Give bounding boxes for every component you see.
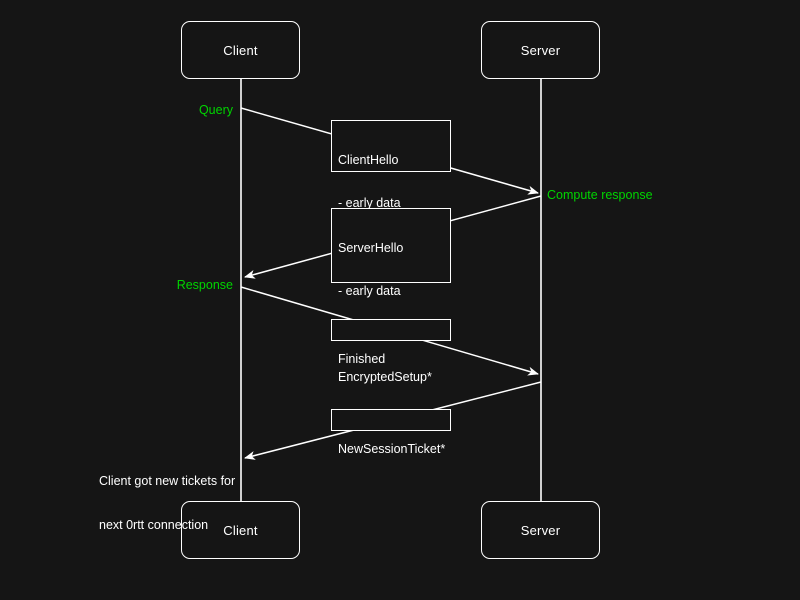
message-line: Finished <box>338 351 386 366</box>
note-query: Query <box>198 103 233 117</box>
note-compute-response: Compute response <box>547 188 653 202</box>
actor-client-bottom-label: Client <box>223 522 258 538</box>
message-line: - early data <box>338 284 401 299</box>
actor-client-bottom[interactable]: Client <box>181 501 300 559</box>
message-box-client-hello[interactable]: ClientHello - early data Query <box>331 120 451 253</box>
message-line: EncryptedSetup* <box>338 370 432 385</box>
actor-client-top-label: Client <box>223 42 258 58</box>
message-line: ServerHello <box>338 240 404 255</box>
note-new-tickets-line-1: Client got new tickets for <box>99 474 236 488</box>
message-line: NewSessionTicket* <box>338 441 446 456</box>
note-new-tickets-line-2: next 0rtt connection <box>99 517 209 532</box>
message-box-new-session-ticket[interactable]: NewSessionTicket* <box>331 409 451 456</box>
note-response: Response <box>176 278 233 292</box>
actor-server-bottom-label: Server <box>520 522 561 538</box>
actor-server-top-label: Server <box>520 42 561 58</box>
message-box-server-hello[interactable]: ServerHello - early data Response Encryp… <box>331 208 451 428</box>
message-line: - early data <box>338 196 401 211</box>
actor-server-top[interactable]: Server <box>481 21 600 79</box>
message-box-finished[interactable]: Finished <box>331 319 451 366</box>
note-new-tickets: Client got new tickets for next 0rtt con… <box>99 445 235 561</box>
actor-server-bottom[interactable]: Server <box>481 501 600 559</box>
message-line: ClientHello <box>338 152 399 167</box>
actor-client-top[interactable]: Client <box>181 21 300 79</box>
